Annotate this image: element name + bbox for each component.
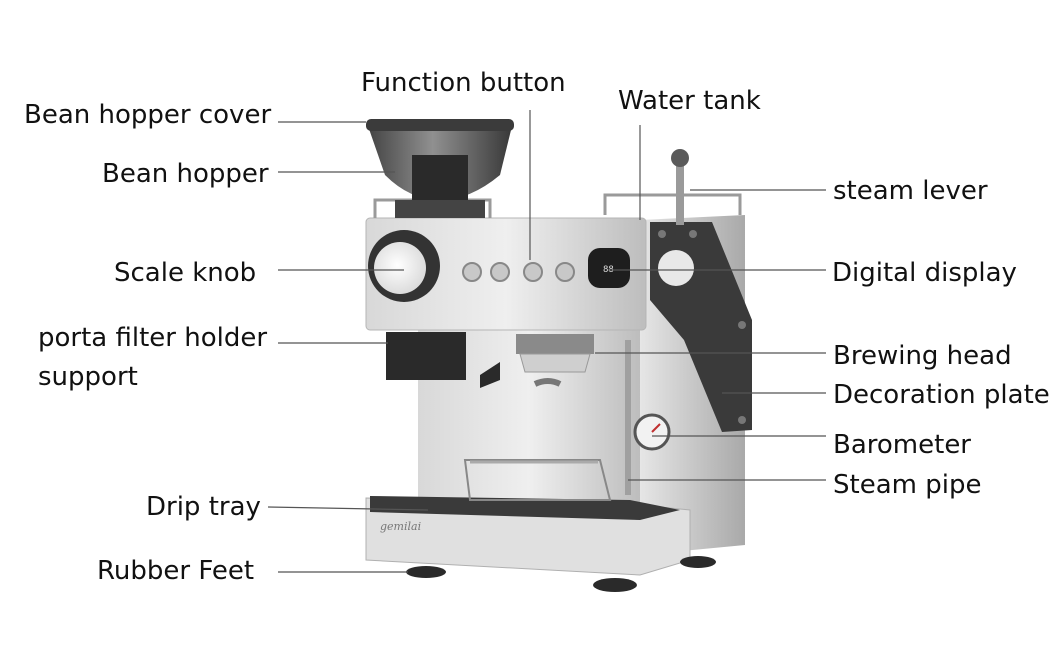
label-steam-lever: steam lever [833, 176, 988, 206]
digital-display [588, 248, 630, 288]
function-button-4 [555, 262, 575, 282]
label-water-tank: Water tank [618, 86, 761, 116]
function-button-3 [523, 262, 543, 282]
label-decoration-plate: Decoration plate [833, 380, 1050, 410]
label-rubber-feet: Rubber Feet [97, 556, 255, 586]
brewing-head [516, 334, 594, 354]
scale-knob [374, 242, 426, 294]
function-button-2 [490, 262, 510, 282]
leader-drip-tray [267, 506, 429, 511]
label-steam-pipe: Steam pipe [833, 470, 982, 500]
steam-lever-knob [671, 149, 689, 167]
label-function-button: Function button [361, 68, 566, 98]
label-porta-filter-holder: porta filter holder [38, 323, 268, 353]
leader-lines [267, 110, 826, 573]
label-bean-hopper: Bean hopper [102, 159, 269, 189]
label-digital-display: Digital display [832, 258, 1017, 288]
label-bean-hopper-cover: Bean hopper cover [24, 100, 272, 130]
rubber-foot-right [680, 556, 716, 568]
porta-filter-support [386, 332, 466, 380]
rubber-foot-left [406, 566, 446, 578]
rubber-foot-front [593, 578, 637, 592]
label-drip-tray: Drip tray [146, 492, 261, 522]
label-scale-knob: Scale knob [114, 258, 257, 288]
function-button-1 [462, 262, 482, 282]
portafilter [519, 353, 591, 373]
steam-lever-stem [676, 165, 684, 225]
label-brewing-head: Brewing head [833, 341, 1012, 371]
brand-logo: gemilai [380, 520, 421, 533]
drip-tray-grid [463, 459, 612, 501]
label-porta-filter-support: support [38, 362, 138, 392]
bean-hopper-lid [366, 119, 514, 131]
label-barometer: Barometer [833, 430, 971, 460]
